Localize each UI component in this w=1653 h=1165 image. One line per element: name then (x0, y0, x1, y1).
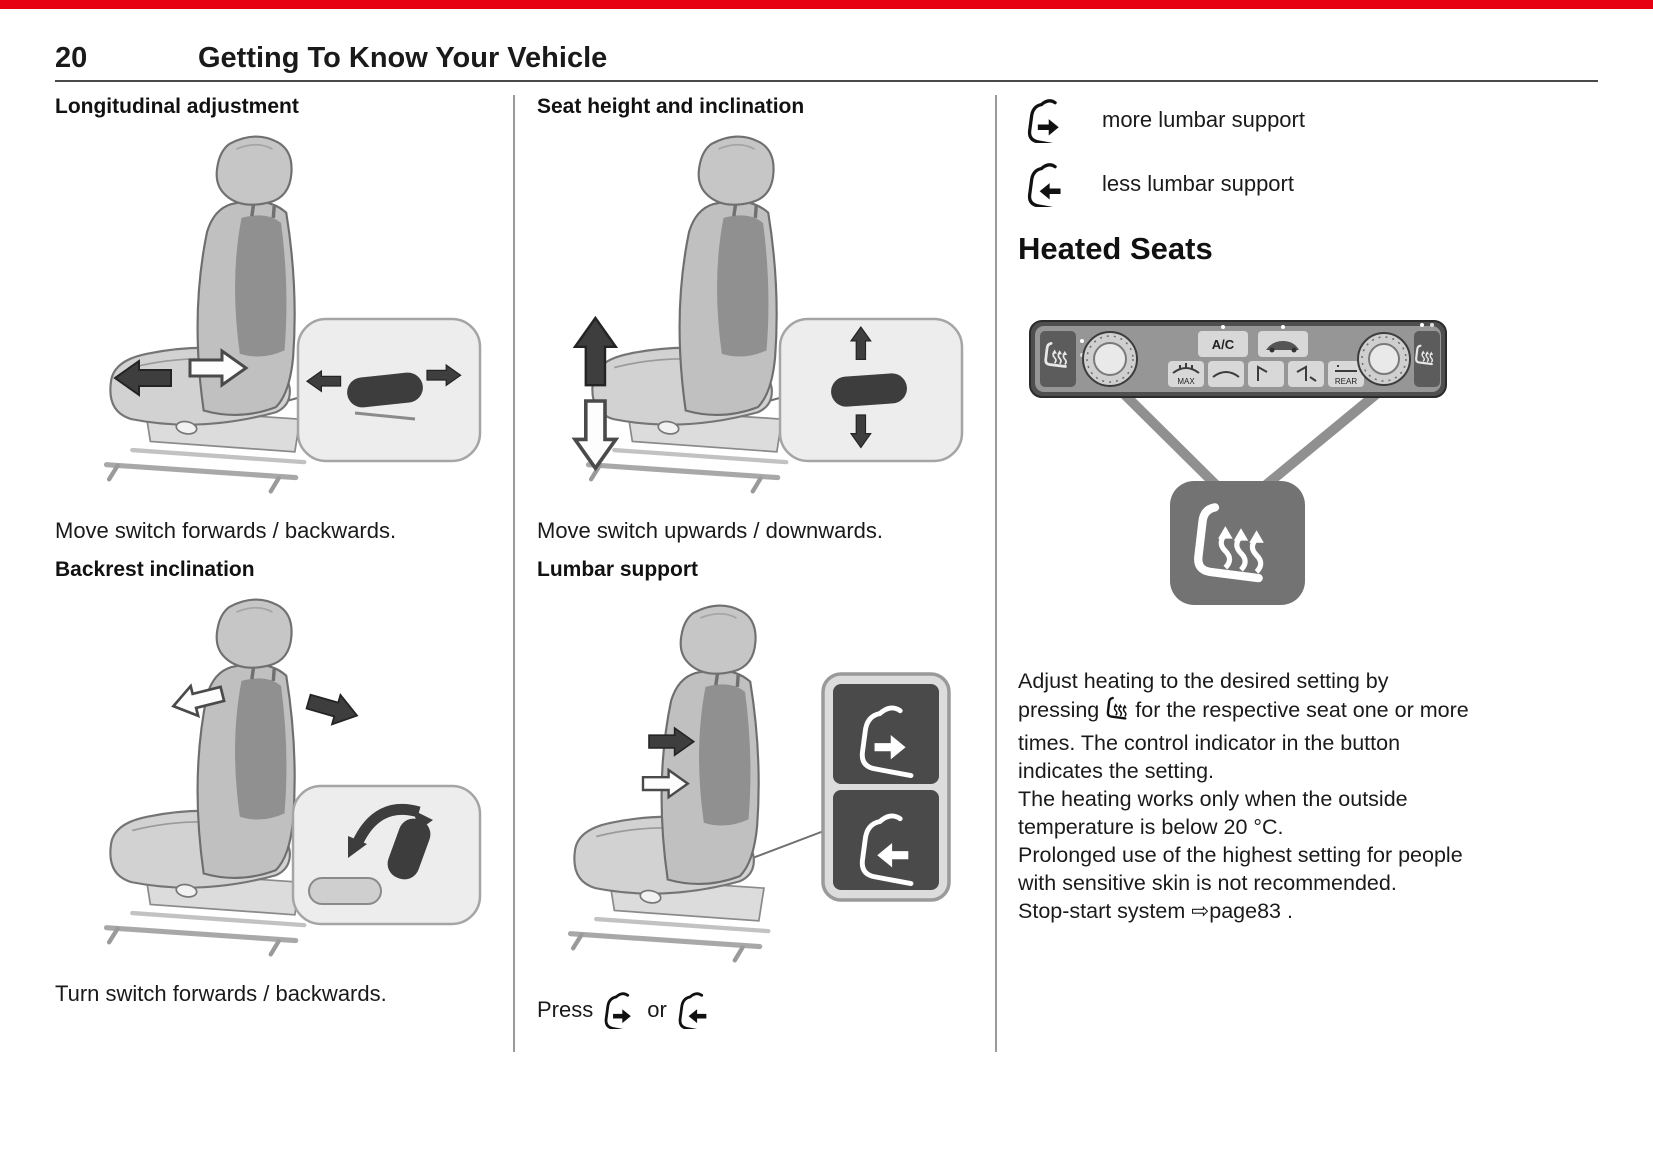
paragraph-text: Adjust heating to the desired setting by… (1018, 669, 1389, 722)
caption-lumbar-press: Press or (537, 991, 969, 1029)
less-lumbar-support-icon (1026, 161, 1066, 207)
column-divider (995, 95, 997, 1052)
figure-backrest-inclination (55, 586, 487, 971)
page-title: Getting To Know Your Vehicle (198, 42, 608, 74)
heated-seats-text: Adjust heating to the desired setting by… (1018, 667, 1470, 925)
legend-less-lumbar: less lumbar support (1026, 161, 1294, 207)
section-title-backrest: Backrest inclination (55, 558, 255, 581)
climate-control-panel: A/C MAX REAR (1029, 320, 1447, 398)
air-distribution-button-1 (1248, 361, 1284, 387)
heated-seat-icon (1105, 695, 1133, 729)
switch-inset-lumbar (821, 672, 951, 902)
switch-inset-longitudinal (296, 317, 482, 463)
ac-button (1198, 331, 1248, 357)
heated-seat-callout (1170, 481, 1305, 605)
legend-label-more: more lumbar support (1102, 107, 1305, 132)
column-divider (513, 95, 515, 1052)
figure-heated-seats: A/C MAX REAR (1029, 320, 1447, 605)
windscreen-button (1208, 361, 1244, 387)
switch-inset-backrest (291, 784, 482, 926)
heated-seats-title: Heated Seats (1018, 231, 1213, 266)
column-seat-height-lumbar: Seat height and inclination Move switch … (537, 95, 969, 1029)
heating-paragraph-3: Prolonged use of the highest setting for… (1018, 843, 1463, 895)
heating-paragraph-1: Adjust heating to the desired setting by… (1018, 667, 1470, 785)
caption-longitudinal: Move switch forwards / backwards. (55, 518, 397, 543)
legend-label-less: less lumbar support (1102, 171, 1294, 196)
or-label: or (647, 997, 667, 1022)
figure-lumbar-support (537, 586, 969, 981)
more-lumbar-support-icon (603, 991, 637, 1029)
figure-longitudinal-adjustment (55, 123, 487, 508)
section-title-lumbar: Lumbar support (537, 558, 698, 581)
seat-illustration (107, 600, 305, 955)
header-rule (55, 80, 1598, 82)
car-icon (1266, 341, 1299, 350)
top-red-bar (0, 0, 1653, 9)
heating-paragraph-2: The heating works only when the outside … (1018, 787, 1408, 839)
legend-more-lumbar: more lumbar support (1026, 97, 1305, 143)
switch-inset-height (778, 317, 964, 463)
ac-button-label: A/C (1212, 337, 1235, 352)
more-lumbar-support-icon (1026, 97, 1066, 143)
press-label: Press (537, 997, 594, 1022)
section-title-height: Seat height and inclination (537, 95, 805, 118)
seat-illustration (107, 137, 305, 492)
arrow-recline-back-icon (303, 686, 363, 732)
page-number: 20 (55, 42, 88, 74)
heated-seat-right-button (1414, 331, 1440, 387)
max-defrost-label: MAX (1177, 377, 1195, 386)
caption-height: Move switch upwards / downwards. (537, 518, 884, 543)
section-title-longitudinal: Longitudinal adjustment (55, 95, 299, 118)
rear-defrost-button (1328, 361, 1364, 387)
paragraph-text: for the respective seat one or more time… (1018, 698, 1469, 783)
rear-defrost-label: REAR (1335, 377, 1357, 386)
caption-backrest: Turn switch forwards / backwards. (55, 981, 387, 1006)
stop-start-reference: Stop-start system ⇨page83 . (1018, 899, 1293, 923)
max-defrost-button (1168, 361, 1204, 387)
less-lumbar-support-icon (677, 991, 711, 1029)
figure-seat-height (537, 123, 969, 508)
column-seat-adjustment: Longitudinal adjustment Move switch forw… (55, 95, 487, 1021)
